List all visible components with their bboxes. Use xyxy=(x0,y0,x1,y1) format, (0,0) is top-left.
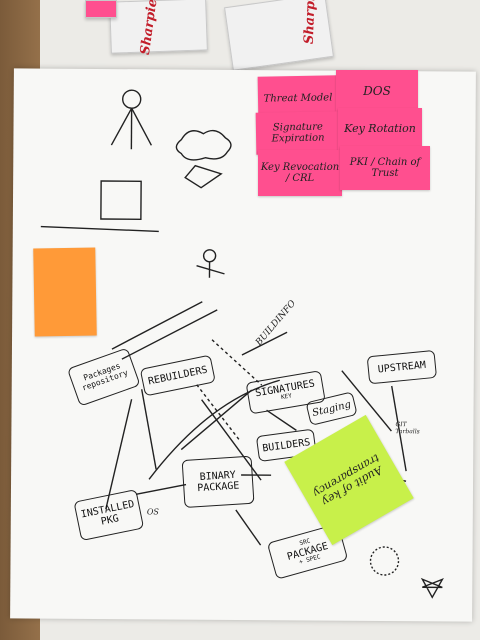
marker-box-pink xyxy=(85,0,117,18)
marker-box-left: Sharpie xyxy=(109,0,208,56)
sticky-signature-expiration: Signature Expiration xyxy=(255,111,341,155)
binary-package-node: BINARY PACKAGE xyxy=(181,455,255,508)
sticky-key-rotation-text: Key Rotation xyxy=(344,121,416,135)
sticky-audit-text: Audit of key transparency xyxy=(311,451,385,509)
sticky-key-revocation-text: Key Revocation / CRL xyxy=(260,162,340,184)
box-brand-right: Sharpie xyxy=(301,0,319,45)
sticky-dos: DOS xyxy=(336,70,418,114)
sticky-orange-notes xyxy=(33,247,97,337)
sticky-key-rotation: Key Rotation xyxy=(338,108,422,150)
sticky-pki: PKI / Chain of Trust xyxy=(340,146,430,190)
sticky-signature-expiration-text: Signature Expiration xyxy=(271,121,325,145)
sticky-key-revocation: Key Revocation / CRL xyxy=(258,150,342,196)
sticky-pki-text: PKI / Chain of Trust xyxy=(349,157,421,179)
signatures-sub-label: KEY xyxy=(280,392,293,402)
os-label: OS xyxy=(146,507,159,517)
sticky-dos-text: DOS xyxy=(363,84,391,99)
sticky-threat-model-text: Threat Model xyxy=(263,91,333,105)
box-brand-left: Sharpie xyxy=(137,0,161,56)
git-label: GIT Tarballs xyxy=(395,421,420,436)
figure-head-sketch xyxy=(122,89,142,109)
